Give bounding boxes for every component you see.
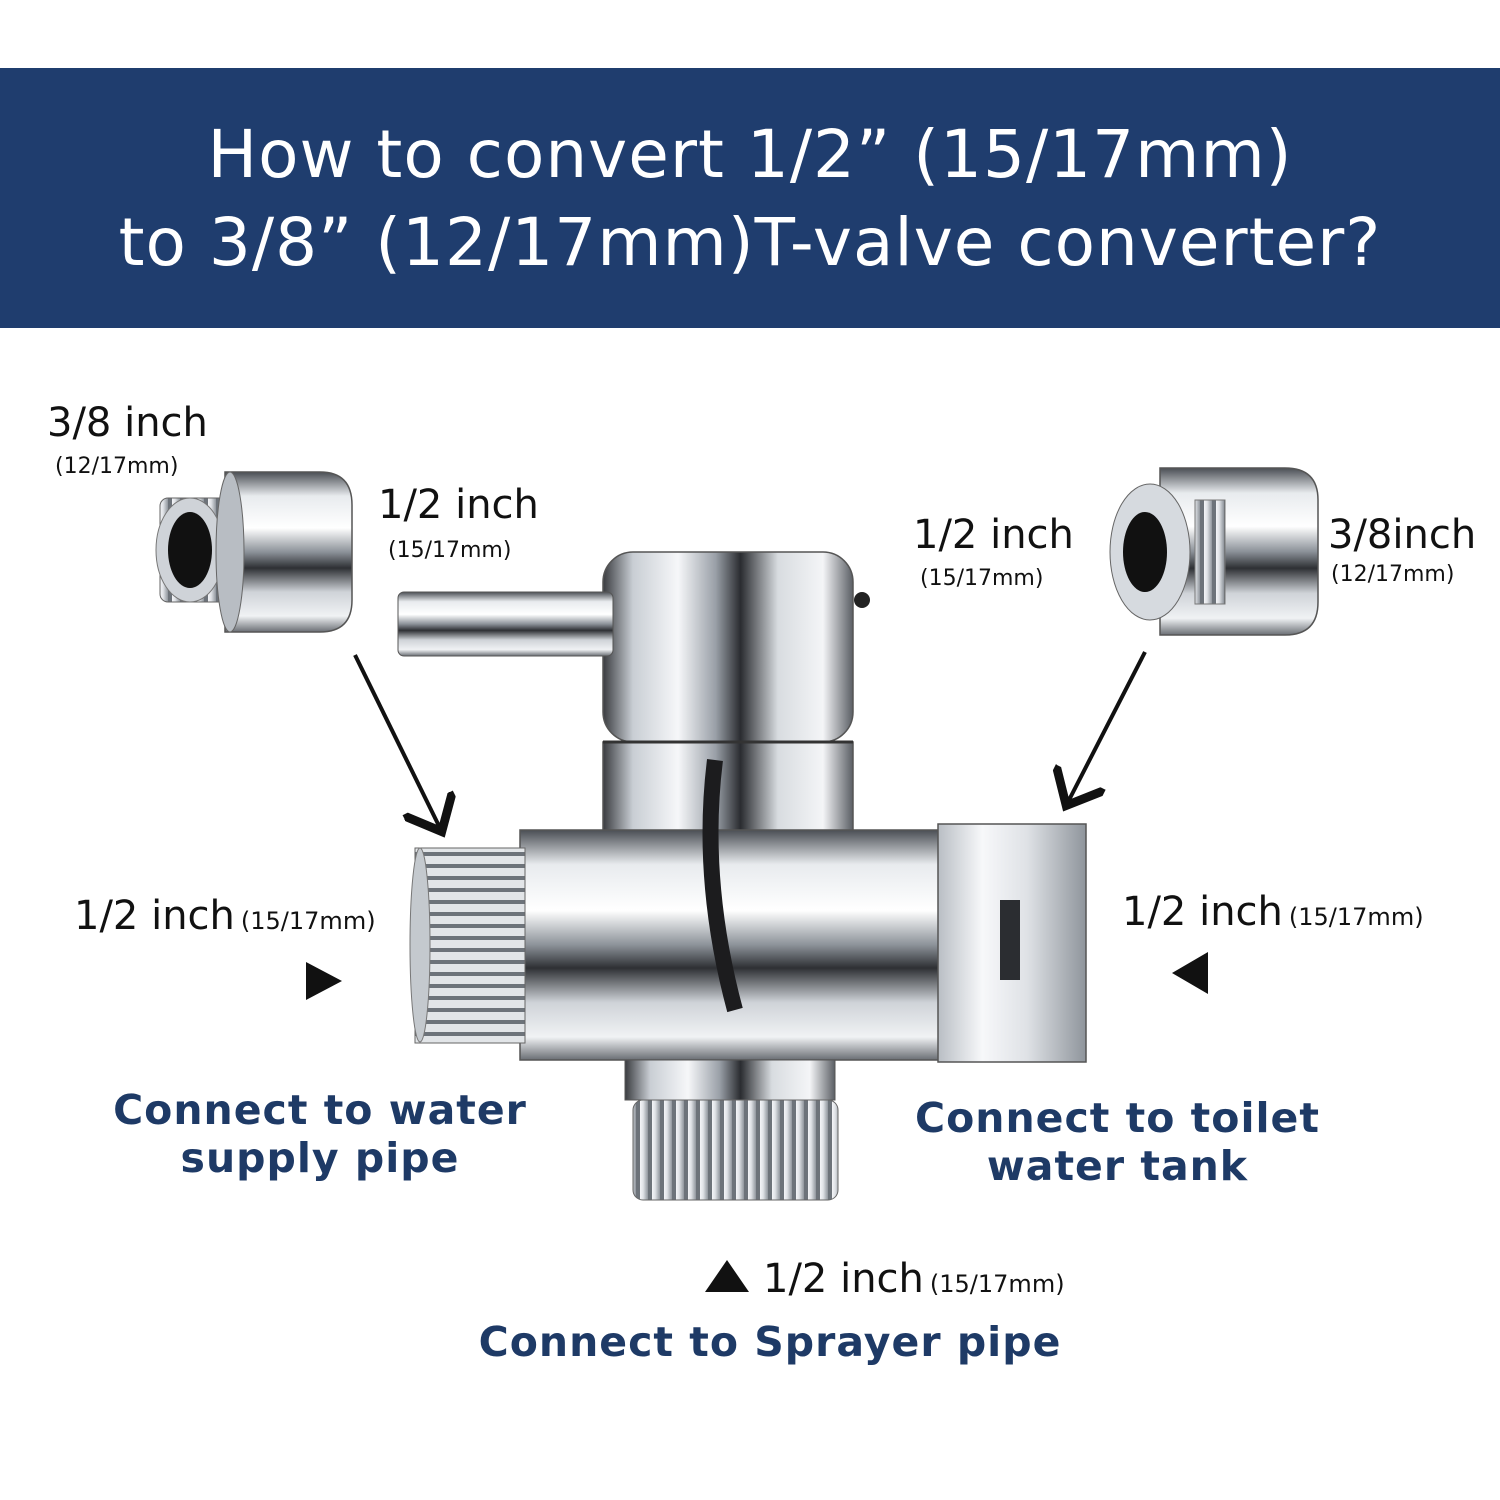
left-adapter-mates-size: 1/2 inch: [378, 482, 539, 528]
bottom-port-caption: Connect to Sprayer pipe: [478, 1318, 1062, 1366]
left-port-caption-line-1: Connect to water: [113, 1086, 527, 1134]
right-adapter-arrow: [1068, 651, 1147, 802]
left-port-label: 1/2 inch(15/17mm): [74, 893, 376, 939]
right-port-pointer-icon: [1172, 952, 1208, 994]
left-adapter-size: 3/8 inch: [47, 400, 208, 446]
left-adapter-fitting: [155, 471, 353, 633]
bottom-port-pointer-icon: [705, 1260, 749, 1292]
title-banner: [0, 68, 1500, 328]
right-adapter-mates-mm: (15/17mm): [920, 566, 1044, 591]
left-port-caption: Connect to water supply pipe: [90, 1086, 550, 1182]
right-port-mm: (15/17mm): [1288, 903, 1424, 931]
left-port-mm: (15/17mm): [240, 907, 376, 935]
right-port-size: 1/2 inch: [1122, 889, 1283, 935]
right-port-caption-line-2: water tank: [986, 1142, 1249, 1190]
right-adapter-mm: (12/17mm): [1331, 562, 1455, 587]
right-port-caption-line-1: Connect to toilet: [915, 1094, 1320, 1142]
t-valve-body: [397, 551, 1087, 1201]
title-line-1: How to convert 1/2” (15/17mm): [207, 116, 1293, 193]
left-adapter-mates-mm: (15/17mm): [388, 538, 512, 563]
bottom-port-mm: (15/17mm): [929, 1270, 1065, 1298]
left-port-caption-line-2: supply pipe: [180, 1134, 460, 1182]
bottom-port-label: 1/2 inch(15/17mm): [763, 1256, 1065, 1302]
right-adapter-mates-size: 1/2 inch: [913, 512, 1074, 558]
left-adapter-mm: (12/17mm): [55, 454, 179, 479]
left-port-size: 1/2 inch: [74, 893, 235, 939]
left-adapter-arrow: [353, 654, 440, 828]
right-port-caption: Connect to toilet water tank: [890, 1094, 1345, 1190]
title-line-2: to 3/8” (12/17mm)T-valve converter?: [118, 204, 1382, 281]
bottom-port-size: 1/2 inch: [763, 1256, 924, 1302]
left-port-pointer-icon: [306, 962, 342, 1000]
right-adapter-size: 3/8inch: [1328, 512, 1477, 558]
right-port-label: 1/2 inch(15/17mm): [1122, 889, 1424, 935]
right-adapter-fitting: [1109, 467, 1319, 636]
